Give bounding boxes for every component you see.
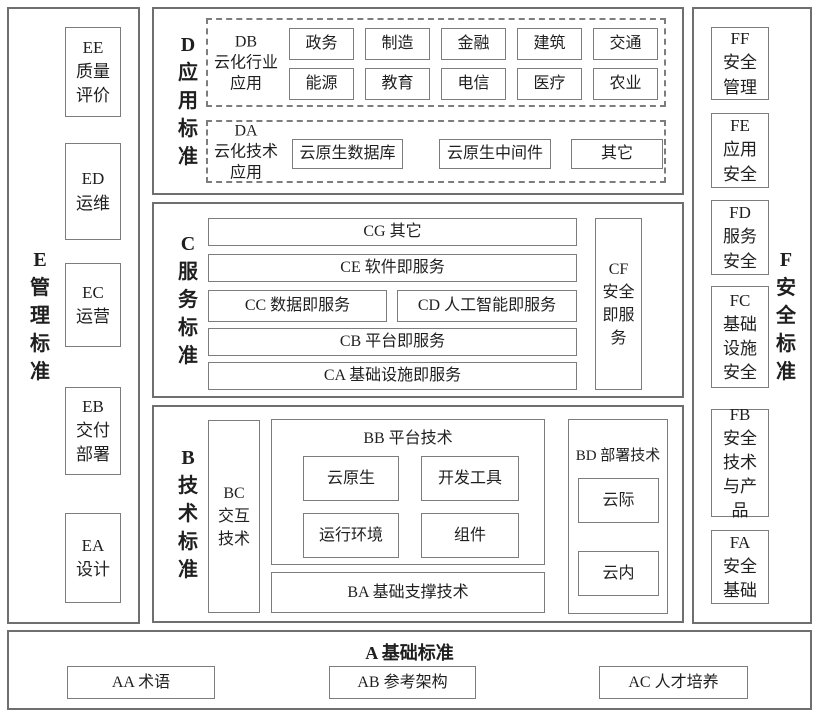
db-industry-item: 农业	[593, 68, 658, 100]
box-fb-security-tech-products: FB 安全 技术 与产 品	[711, 405, 769, 520]
bb-tech-item: 开发工具	[421, 456, 519, 501]
db-industry-item: 建筑	[517, 28, 582, 60]
da-cloud-technology-applications-group: DA 云化技术 应用 云原生数据库 云原生中间件 其它	[206, 120, 666, 183]
e-section-title: E 管 理 标 准	[30, 248, 50, 383]
box-ce-saas: CE 软件即服务	[208, 254, 577, 282]
db-industry-item: 制造	[365, 28, 430, 60]
b-technology-standards-section: B 技 术 标 准 BC 交互 技术 BB 平台技术 云原生 开发工具 运行环境…	[152, 405, 684, 623]
bd-group-label: BD 部署技术	[575, 448, 661, 464]
a-section-title: A 基础标准	[365, 643, 454, 663]
db-industry-item: 医疗	[517, 68, 582, 100]
box-fe-application-security: FE 应用 安全	[711, 113, 769, 188]
box-bc-interaction-technology: BC 交互 技术	[208, 420, 260, 613]
a-basic-standards-section: A 基础标准 AA 术语 AB 参考架构 AC 人才培养	[7, 630, 812, 710]
box-aa-terminology: AA 术语	[67, 666, 215, 699]
da-group-label: DA 云化技术 应用	[213, 121, 278, 182]
box-ab-reference-architecture: AB 参考架构	[329, 666, 476, 699]
db-industry-item: 电信	[441, 68, 506, 100]
db-group-label: DB 云化行业 应用	[213, 32, 278, 93]
box-cb-paas: CB 平台即服务	[208, 328, 577, 356]
bd-deployment-technology-group: BD 部署技术 云际 云内	[568, 419, 668, 614]
box-ac-talent-cultivation: AC 人才培养	[599, 666, 748, 699]
box-fc-infrastructure-security: FC 基础 设施 安全	[711, 286, 769, 388]
bb-tech-item: 云原生	[303, 456, 399, 501]
f-security-standards-section: F 安 全 标 准 FF 安全 管理 FE 应用 安全 FD 服务 安全 FC …	[692, 7, 812, 624]
db-industry-item: 金融	[441, 28, 506, 60]
box-fa-security-foundation: FA 安全 基础	[711, 530, 769, 604]
bb-tech-item: 运行环境	[303, 513, 399, 558]
db-industry-item: 政务	[289, 28, 354, 60]
c-section-title: C 服 务 标 准	[178, 233, 198, 367]
box-ba-basic-support-technology: BA 基础支撑技术	[271, 572, 545, 613]
bd-deploy-item: 云际	[578, 478, 659, 523]
db-industry-item: 交通	[593, 28, 658, 60]
d-section-title: D 应 用 标 准	[178, 34, 198, 168]
bb-tech-item: 组件	[421, 513, 519, 558]
db-cloud-industry-applications-group: DB 云化行业 应用 政务 制造 金融 建筑 交通 能源 教育 电信 医疗 农业	[206, 18, 666, 107]
box-ec-operation: EC 运营	[65, 263, 121, 347]
bb-group-label: BB 平台技术	[363, 430, 453, 447]
box-cg-other: CG 其它	[208, 218, 577, 246]
box-ee-quality-evaluation: EE 质量 评价	[65, 27, 121, 117]
c-service-standards-section: C 服 务 标 准 CG 其它 CE 软件即服务 CC 数据即服务 CD 人工智…	[152, 202, 684, 398]
box-ed-operations-maintenance: ED 运维	[65, 143, 121, 240]
box-cc-daas: CC 数据即服务	[208, 290, 387, 322]
box-ea-design: EA 设计	[65, 513, 121, 603]
box-ca-iaas: CA 基础设施即服务	[208, 362, 577, 390]
e-management-standards-section: E 管 理 标 准 EE 质量 评价 ED 运维 EC 运营 EB 交付 部署 …	[7, 7, 140, 624]
da-tech-item: 其它	[571, 139, 663, 169]
bd-deploy-item: 云内	[578, 551, 659, 596]
db-industry-item: 能源	[289, 68, 354, 100]
b-section-title: B 技 术 标 准	[178, 447, 198, 581]
da-tech-item: 云原生数据库	[292, 139, 403, 169]
box-cd-aiaas: CD 人工智能即服务	[397, 290, 577, 322]
db-industry-item: 教育	[365, 68, 430, 100]
da-tech-item: 云原生中间件	[439, 139, 551, 169]
box-ff-security-management: FF 安全 管理	[711, 27, 769, 100]
box-eb-delivery-deployment: EB 交付 部署	[65, 387, 121, 475]
bb-platform-technology-group: BB 平台技术 云原生 开发工具 运行环境 组件	[271, 419, 545, 565]
box-fd-service-security: FD 服务 安全	[711, 200, 769, 275]
d-application-standards-section: D 应 用 标 准 DB 云化行业 应用 政务 制造 金融 建筑 交通 能源 教…	[152, 7, 684, 195]
box-cf-secaas: CF 安全 即服 务	[595, 218, 642, 390]
f-section-title: F 安 全 标 准	[776, 248, 796, 383]
